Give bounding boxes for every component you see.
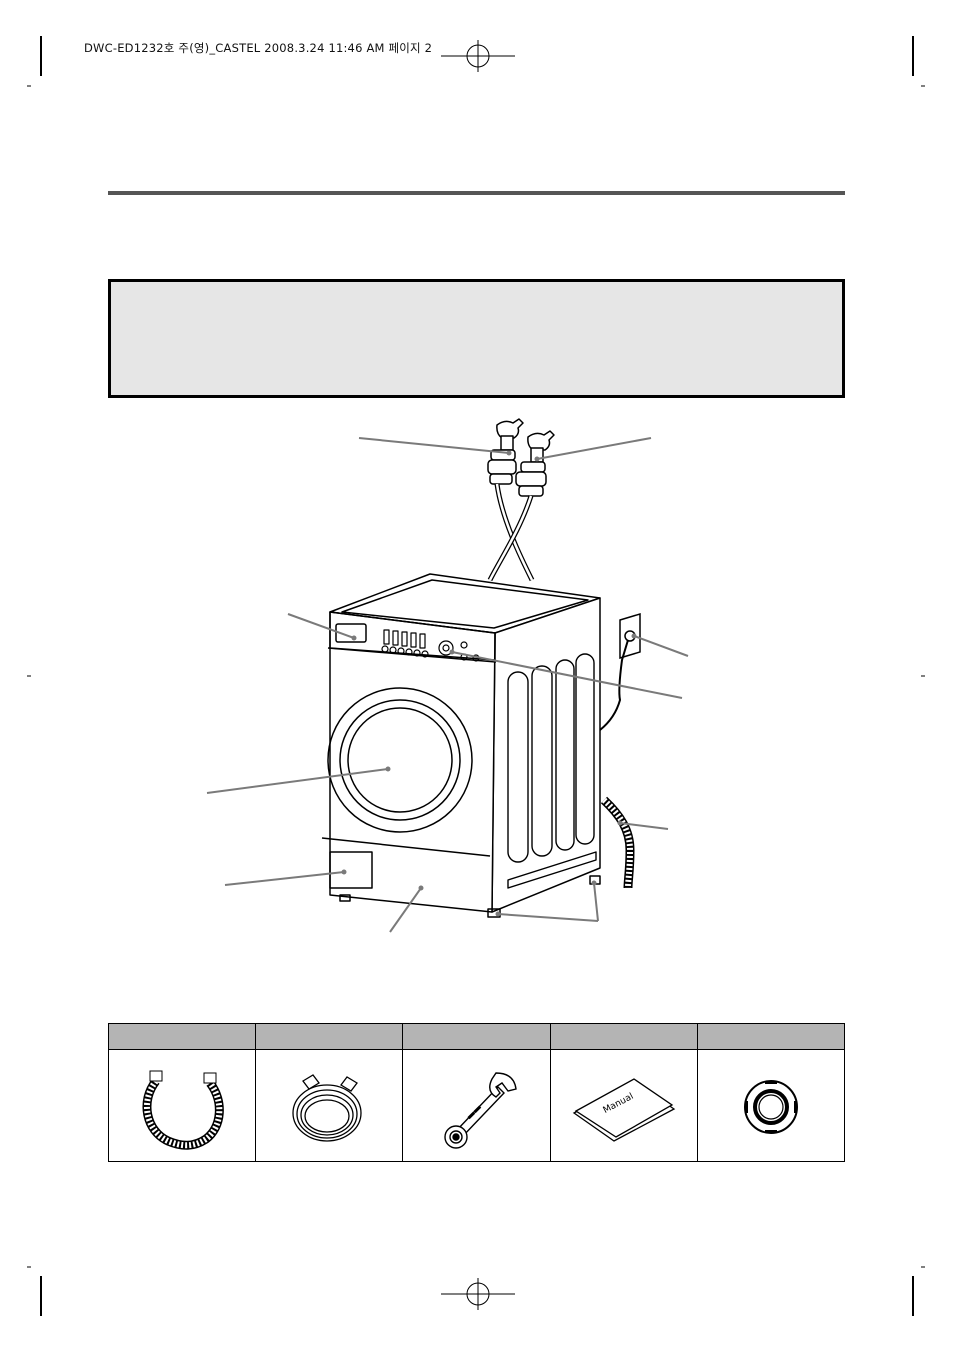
crop-mark-top-left: [40, 36, 42, 76]
accessory-cell: [255, 1049, 404, 1162]
accessory-cell: [696, 1049, 846, 1162]
crop-mark-top-right: [912, 36, 914, 76]
print-header: DWC-ED1232호 주(영)_CASTEL 2008.3.24 11:46 …: [84, 41, 433, 55]
power-plug-icon: [599, 612, 641, 731]
accessories-header-cell: [549, 1023, 698, 1050]
registration-mark-bottom: [441, 1278, 515, 1310]
section-rule: [108, 191, 845, 195]
notice-box: [108, 279, 845, 398]
callout-lines: [206, 437, 689, 933]
spanner-icon: [444, 1071, 518, 1149]
accessories-header-cell: [402, 1023, 551, 1050]
registration-mark-top: [441, 40, 515, 72]
faucet-hot-icon: [515, 430, 555, 497]
accessories-header-cell: [696, 1023, 846, 1050]
washing-machine-illustration: [321, 418, 601, 918]
drain-hose-rear-icon: [600, 796, 635, 889]
manual-booklet-icon: Manual: [572, 1077, 675, 1142]
crop-mark-bottom-right: [912, 1276, 914, 1316]
accessories-table: Manual: [107, 1023, 846, 1162]
accessories-header-row: [107, 1023, 846, 1050]
faucet-cold-icon: [487, 418, 524, 485]
accessories-header-cell: [255, 1023, 404, 1050]
accessory-cell: [107, 1049, 257, 1162]
inlet-hose-icon: [292, 1073, 362, 1142]
accessory-cell: [402, 1049, 551, 1162]
accessory-cell: Manual: [549, 1049, 698, 1162]
drain-hose-icon: [142, 1070, 224, 1150]
accessories-header-cell: [107, 1023, 257, 1050]
crop-mark-bottom-left: [40, 1276, 42, 1316]
accessories-image-row: Manual: [107, 1049, 846, 1162]
cap-icon: [743, 1079, 798, 1134]
